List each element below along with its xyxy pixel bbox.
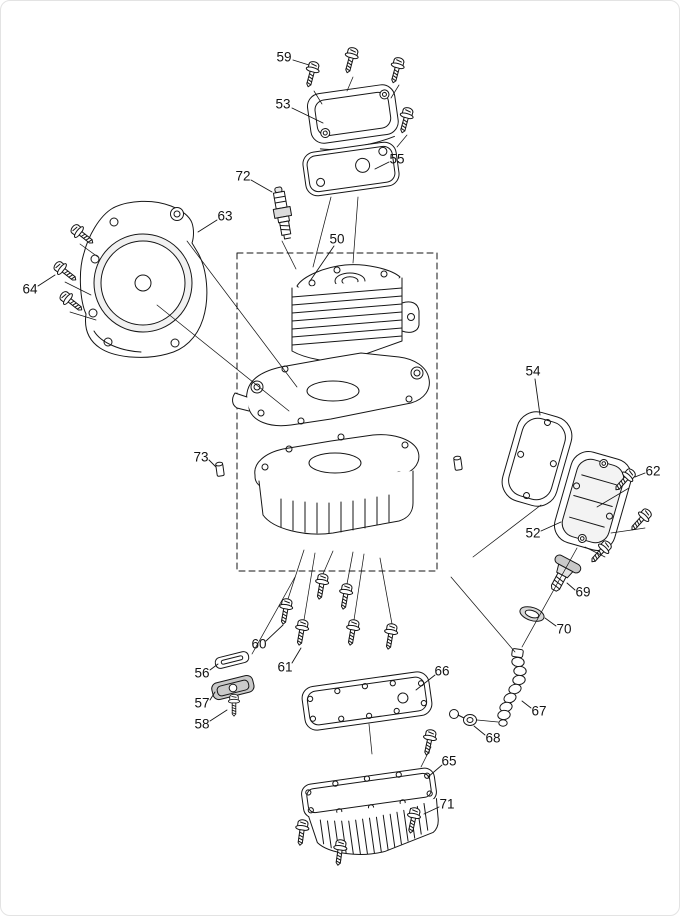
screw — [312, 572, 331, 601]
part-label-72: 72 — [235, 169, 250, 184]
dowel-pin — [215, 461, 225, 477]
screw — [381, 622, 400, 651]
part-label-52: 52 — [525, 526, 540, 541]
leader-line-67 — [521, 700, 532, 709]
screw — [340, 45, 361, 75]
screw-60 — [276, 597, 295, 626]
screw — [395, 105, 416, 135]
part-label-62: 62 — [645, 464, 660, 479]
clamp-plate — [214, 651, 250, 669]
flexible-pipe — [497, 648, 527, 727]
screw — [292, 818, 311, 847]
part-label-59: 59 — [276, 50, 291, 65]
part-label-54: 54 — [525, 364, 541, 379]
side-cover — [554, 451, 632, 551]
leader-line-52 — [540, 521, 562, 532]
part-label-60: 60 — [251, 637, 266, 652]
screw — [343, 618, 362, 647]
screw — [336, 582, 355, 611]
leader-line-66 — [415, 674, 436, 691]
part-label-68: 68 — [485, 731, 500, 746]
part-label-67: 67 — [531, 704, 546, 719]
crankcase-lower — [254, 433, 420, 535]
screw-61 — [292, 618, 311, 647]
leader-line-55 — [374, 161, 390, 170]
screw — [386, 55, 407, 85]
leader-line-70 — [544, 617, 557, 627]
leader-line-61 — [291, 647, 302, 664]
spark-plug — [272, 186, 293, 240]
leader-line-57 — [209, 691, 216, 701]
part-label-64: 64 — [22, 282, 38, 297]
leader-line-59 — [292, 59, 310, 66]
leader-line-69 — [566, 582, 576, 591]
leader-line-65 — [427, 764, 443, 778]
labels-layer: 59 53 55 72 63 50 64 54 73 62 52 69 70 60 61 56 66 57 67 58… — [22, 50, 661, 815]
fan-housing — [79, 200, 208, 358]
leader-line-71 — [423, 806, 440, 815]
part-label-70: 70 — [556, 622, 571, 637]
part-label-65: 65 — [441, 754, 456, 769]
part-label-53: 53 — [275, 97, 290, 112]
pipe-joint — [449, 709, 477, 726]
screw-59 — [301, 59, 322, 89]
part-label-57: 57 — [194, 696, 209, 711]
part-label-66: 66 — [434, 664, 449, 679]
part-label-63: 63 — [217, 209, 232, 224]
leader-line-68 — [473, 725, 486, 736]
screw — [419, 727, 439, 757]
assembly-lines — [64, 76, 646, 768]
leader-line-62 — [634, 472, 646, 478]
dowel-pin — [453, 455, 463, 471]
seal-ring — [519, 606, 545, 622]
leader-line-53 — [291, 107, 324, 124]
leader-line-73 — [208, 459, 217, 468]
part-label-56: 56 — [194, 666, 209, 681]
leader-line-64 — [37, 274, 56, 287]
screw-58 — [227, 693, 241, 717]
bracket-plate — [211, 674, 255, 701]
crankcase-upper — [232, 352, 430, 427]
dashed-group-box-50 — [236, 252, 438, 572]
pan-gasket — [301, 671, 433, 731]
leader-line-63 — [197, 219, 218, 233]
part-label-71: 71 — [439, 797, 454, 812]
leader-line-58 — [209, 709, 228, 722]
screw-64 — [50, 258, 81, 286]
leader-line-56 — [209, 663, 219, 671]
part-label-61: 61 — [277, 660, 292, 675]
leader-line-50 — [309, 245, 335, 282]
side-gasket — [501, 411, 573, 507]
part-label-73: 73 — [193, 450, 208, 465]
leader-line-72 — [250, 179, 273, 193]
cylinder-block — [291, 264, 420, 362]
leader-line-60 — [265, 624, 284, 642]
leader-line-54 — [534, 378, 541, 416]
oil-pan — [301, 767, 439, 855]
part-label-58: 58 — [194, 717, 209, 732]
part-label-55: 55 — [389, 152, 404, 167]
cover-gasket — [302, 141, 400, 197]
part-label-69: 69 — [575, 585, 590, 600]
part-label-50: 50 — [329, 232, 344, 247]
